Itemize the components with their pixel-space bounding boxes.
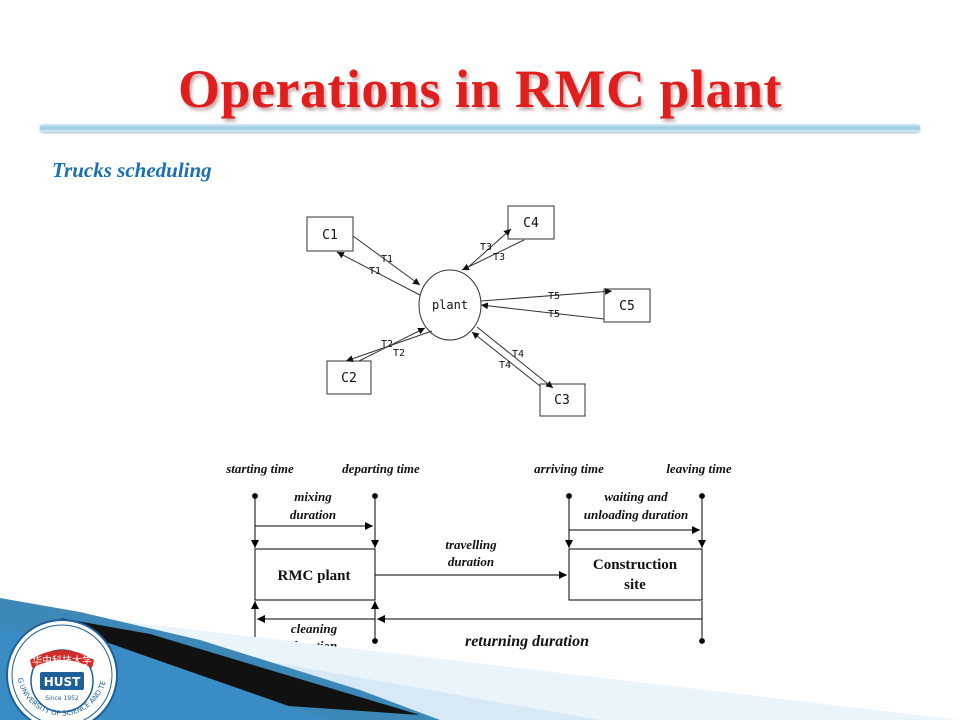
title-divider — [40, 124, 920, 132]
waiting-duration-label-2: unloading duration — [584, 507, 688, 522]
t5-label-upper: T5 — [548, 291, 560, 302]
t4-label-lower: T4 — [499, 360, 511, 371]
plant-label: plant — [432, 298, 468, 312]
arrive-dot-top — [566, 493, 572, 499]
arrow-plant-to-c5 — [480, 288, 613, 302]
t3-label-lower: T3 — [493, 252, 505, 263]
c4-label: C4 — [523, 216, 539, 231]
c5-label: C5 — [619, 299, 635, 314]
rmc-plant-box-label: RMC plant — [278, 568, 351, 584]
arrow-plant-to-c2 — [345, 330, 433, 362]
node-c1 — [306, 216, 354, 252]
construction-site-box — [568, 548, 703, 601]
network-labels: plant C1 C4 C5 C2 C3 T1 T1 T3 T3 T5 T5 T… — [322, 216, 635, 408]
operation-timeline-diagram — [251, 493, 706, 644]
t4-label-upper: T4 — [512, 349, 524, 360]
leave-dot-top — [699, 493, 705, 499]
node-c3 — [539, 383, 586, 417]
t2-label-upper: T2 — [381, 339, 393, 350]
mixing-duration-label-2: duration — [290, 507, 336, 522]
departing-time-label: departing time — [342, 461, 420, 476]
c1-label: C1 — [322, 228, 338, 243]
t3-label-upper: T3 — [480, 242, 492, 253]
logo-mark-text: HUST — [44, 675, 81, 689]
arrow-c4-to-plant — [461, 239, 525, 271]
depart-dot-top — [372, 493, 378, 499]
start-dot-top — [252, 493, 258, 499]
returning-duration-label: returning duration — [465, 633, 589, 650]
construction-site-box-label-2: site — [624, 577, 646, 593]
travelling-duration-label-1: travelling — [445, 537, 497, 552]
arrow-plant-to-c4 — [464, 228, 512, 271]
depart-dot-bottom — [372, 638, 378, 644]
arrow-c1-to-plant — [352, 235, 421, 286]
starting-time-label: starting time — [225, 461, 294, 476]
node-c4 — [507, 205, 555, 240]
slide-title: Operations in RMC plant — [177, 59, 783, 119]
logo-year-text: Since 1952 — [45, 695, 79, 702]
slide-subtitle: Trucks scheduling — [52, 158, 212, 182]
t1-label-lower: T1 — [369, 266, 381, 277]
t5-label-lower: T5 — [548, 309, 560, 320]
c3-label: C3 — [554, 393, 570, 408]
c2-label: C2 — [341, 371, 357, 386]
mixing-duration-label-1: mixing — [294, 489, 332, 504]
cleaning-duration-label-1: cleaning — [291, 621, 338, 636]
waiting-duration-label-1: waiting and — [604, 489, 668, 504]
t2-label-lower: T2 — [393, 348, 405, 359]
construction-site-box-label-1: Construction — [593, 557, 678, 573]
arrow-plant-to-c1 — [336, 251, 421, 296]
rmc-plant-box — [254, 548, 376, 601]
t1-label-upper: T1 — [381, 254, 393, 265]
timeline-labels: starting time departing time arriving ti… — [225, 461, 732, 653]
travelling-duration-label-2: duration — [448, 554, 494, 569]
arriving-time-label: arriving time — [534, 461, 604, 476]
arrow-c3-to-plant — [471, 331, 541, 387]
truck-network-diagram — [306, 205, 651, 417]
logo-banner-text: 华中科技大学 — [32, 654, 92, 667]
arrow-plant-to-c3 — [476, 326, 554, 389]
leaving-time-label: leaving time — [666, 461, 732, 476]
corner-decoration — [0, 598, 960, 720]
arrow-c5-to-plant — [480, 302, 605, 320]
